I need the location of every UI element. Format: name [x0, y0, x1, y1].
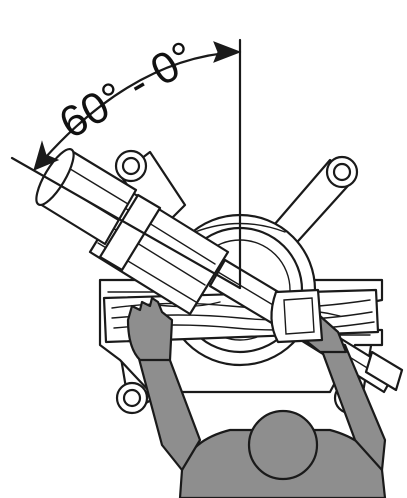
operator: [126, 296, 387, 498]
base-lug-upper-left: [114, 149, 187, 232]
angle-label: 60° - 0°: [51, 32, 203, 148]
reference-line-60-degrees: [10, 156, 242, 290]
angle-arc: [33, 41, 242, 171]
arrowhead-icon: [213, 41, 242, 63]
operator-left-hand: [126, 296, 174, 362]
operating-handle: [270, 288, 324, 344]
operator-head: [247, 409, 319, 481]
arrowhead-icon: [33, 140, 60, 171]
base-lug-upper-right: [266, 155, 359, 252]
